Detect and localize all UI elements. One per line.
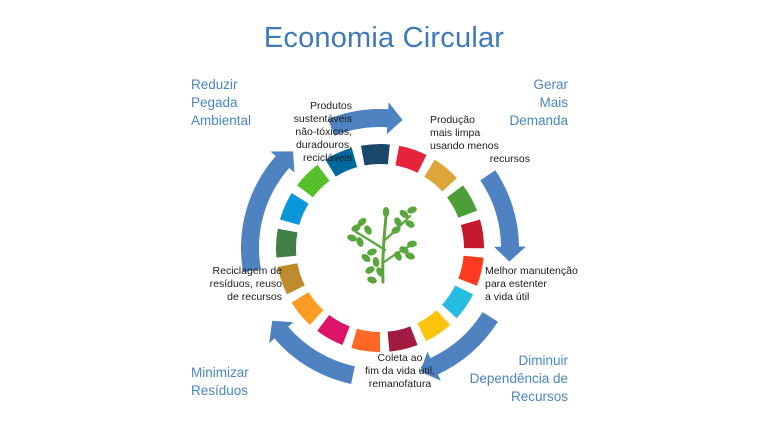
ring-segment: [291, 292, 324, 325]
plant-leaf: [365, 266, 375, 274]
ring-segment: [317, 314, 350, 345]
ring-segment: [387, 326, 418, 352]
sdg-color-ring: [276, 144, 484, 352]
goal-line: Reduzir: [191, 77, 238, 92]
goal-line: Minimizar: [191, 365, 249, 380]
goal-line: Gerar: [533, 77, 568, 92]
ring-segment: [460, 219, 484, 249]
plant-leaf: [407, 206, 417, 214]
step-line: Reciclagem de: [212, 265, 282, 277]
step-line: Melhor manutenção: [485, 265, 578, 277]
plant-leaf: [394, 217, 402, 227]
ring-segment: [277, 263, 305, 295]
cycle-arrows: [241, 102, 526, 384]
plant-leaf: [367, 248, 377, 256]
step-sustainable-products: Produtos sustentáveis não-tóxicos, durad…: [242, 100, 352, 165]
goal-minimize-waste: Minimizar Resíduos: [191, 364, 249, 400]
step-line: de recursos: [227, 291, 282, 303]
step-line: recicláveis: [302, 152, 352, 164]
ring-segment: [279, 193, 309, 225]
goal-line: Diminuir: [518, 353, 568, 368]
plant-leaf: [367, 276, 377, 284]
cycle-arrow: [480, 170, 526, 262]
cycle-arrow: [269, 320, 355, 384]
ring-segment: [395, 145, 427, 173]
plant-leaf: [356, 237, 364, 247]
goal-line: Demanda: [509, 113, 568, 128]
plant-leaf: [372, 257, 380, 267]
page-title: Economia Circular: [263, 22, 505, 54]
plant-leaf: [399, 209, 409, 219]
step-line: duradouros,: [295, 139, 352, 151]
plant-icon: [347, 206, 417, 284]
plant-leaf: [361, 253, 371, 263]
step-line: a vida útil: [485, 291, 530, 303]
plant-leaf: [399, 246, 409, 254]
step-line: Coleta ao: [377, 352, 423, 364]
plant-leaf: [405, 252, 415, 260]
goal-line: Dependência de: [469, 371, 568, 386]
ring-segment: [458, 255, 484, 286]
step-line: recursos: [489, 153, 530, 165]
goal-line: Mais: [539, 95, 568, 110]
step-line: usando menos: [430, 140, 499, 152]
step-line: não-tóxicos,: [295, 126, 352, 138]
plant-leaf: [391, 226, 401, 234]
cycle-arrow: [241, 151, 295, 273]
goal-line: Resíduos: [191, 383, 249, 398]
plant-leaf: [407, 240, 417, 248]
cycle-arrow: [327, 102, 403, 136]
goal-generate-demand: Gerar Mais Demanda: [496, 76, 568, 130]
step-line: resíduos, reuso: [209, 278, 282, 290]
cycle-arrow: [420, 312, 498, 381]
ring-segment: [297, 164, 330, 198]
goal-line: Recursos: [510, 389, 568, 404]
plant-leaf: [351, 224, 361, 232]
plant-leaf: [347, 234, 357, 242]
ring-segment: [417, 310, 451, 342]
step-line: remanofatura: [368, 378, 432, 390]
step-recycling: Reciclagem de resíduos, reuso de recurso…: [172, 265, 282, 304]
ring-segment: [447, 185, 478, 218]
plant-leaf: [394, 251, 402, 261]
step-better-maintenance: Melhor manutenção para estenter a vida ú…: [485, 265, 578, 304]
ring-segment: [351, 328, 380, 352]
plant-leaf: [364, 225, 372, 235]
plant-branch: [354, 230, 387, 252]
goal-reduce-footprint: Reduzir Pegada Ambiental: [191, 76, 251, 130]
plant-leaf: [405, 220, 415, 228]
ring-segment: [325, 147, 358, 177]
step-line: sustentáveis: [293, 113, 352, 125]
ring-segment: [424, 159, 457, 192]
ring-segment: [441, 285, 474, 319]
step-end-of-life-collection: Coleta ao fim da vida útil, remanofatura: [330, 352, 470, 391]
ring-segment: [276, 228, 298, 258]
plant-leaf: [357, 217, 367, 227]
step-line: Produtos: [309, 100, 352, 112]
plant-leaf: [376, 267, 384, 277]
step-line: Produção: [430, 114, 475, 126]
step-line: para estenter: [485, 278, 547, 290]
ring-segment: [360, 144, 390, 166]
plant-leaf: [382, 207, 390, 217]
step-line: fim da vida útil,: [364, 365, 436, 377]
step-line: mais limpa: [430, 127, 481, 139]
goal-reduce-dependency: Diminuir Dependência de Recursos: [440, 352, 568, 406]
step-cleaner-production: Produção mais limpa usando menos recurso…: [430, 114, 530, 166]
goal-line: Pegada: [191, 95, 238, 110]
goal-line: Ambiental: [191, 113, 252, 128]
